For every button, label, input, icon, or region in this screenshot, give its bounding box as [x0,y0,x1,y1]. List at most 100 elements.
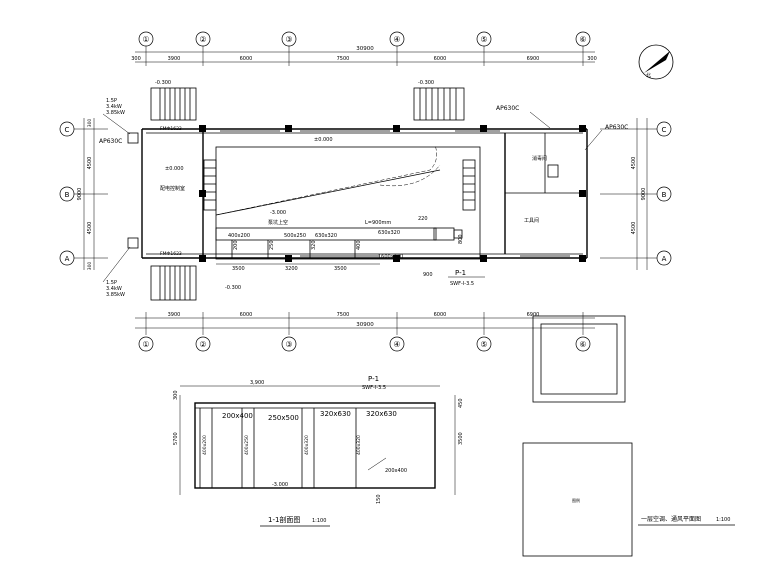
axis-3-bottom: ③ [285,340,292,349]
axis-b-left: B [65,191,70,199]
dim-bottom-2: 6000 [240,312,253,318]
duct-runs: 400x200 500x250 630x320 630x320 1600x320… [215,216,464,278]
axis-c-left: C [65,126,70,134]
section-vert-1: 400x200 [202,435,208,455]
section-width: 3,900 [250,380,264,386]
dim-top-1: 3900 [168,56,181,62]
dim-top-2: 6000 [240,56,253,62]
plan-title-text: 一层空调、通风平面图 [641,515,701,523]
vert-400: 400 [356,240,362,250]
section-scale: 1:100 [312,518,326,524]
top-axis-bubbles: ① ② ③ ④ ⑤ ⑥ [138,31,591,47]
left-side-axes: C B A 4500 9000 4500 300 300 [59,118,108,271]
fan-top-left-power2: 3.85kW [106,110,125,116]
dim-top-6: 300 [587,56,597,62]
section-duct-1: 200x400 [222,412,253,420]
section-height-right: 3500 [458,432,464,445]
axis-1-bottom: ① [142,340,149,349]
legend-box-label: 图例 [572,497,580,503]
spacing-3500-b: 3500 [334,266,347,272]
right-side-axes: C B A 4500 9000 4500 [600,118,672,270]
dim-top-0: 300 [131,56,141,62]
vert-320: 320 [311,240,317,250]
level-top-left: -0.300 [155,80,171,86]
duct-1600x320: 1600x320 [378,254,403,260]
axis-3-top: ③ [285,35,292,44]
top-dimension-lines: 30900 300 3900 6000 7500 6000 6900 300 [131,46,597,66]
axis-5-top: ⑤ [480,35,487,44]
spacing-3500-a: 3500 [232,266,245,272]
section-bottom-dim: 150 [376,494,382,504]
vert-800: 800 [458,234,464,244]
north-arrow: 北 [638,44,674,80]
section-title-text: 1-1剖面图 [268,515,300,524]
dim-top-4: 6000 [434,56,447,62]
axis-5-bottom: ⑤ [480,340,487,349]
axis-2-top: ② [199,35,206,44]
room-toilet: 消毒间 [532,155,547,162]
bottom-axis-bubbles: 3900 6000 7500 6000 6900 30900 ① ② ③ ④ ⑤… [135,312,595,352]
level-main-floor: ±0.000 [314,137,333,143]
entrance-stairs [150,87,476,301]
airflow-path [215,144,441,216]
side-dim-right-lower: 4500 [631,222,637,235]
dim-bottom-5: 6900 [527,312,540,318]
section-level: -3.000 [272,482,288,488]
right-equipment: AP630C AP630C [496,105,628,178]
vert-250: 250 [269,240,275,250]
building-walls [141,128,588,260]
side-dim-left-bottom: 300 [87,262,93,271]
fan-bottom-left-power2: 3.85kW [106,292,125,298]
total-width-bottom: 30900 [356,322,374,328]
section-duct-4: 320x630 [366,410,397,418]
side-dim-left-lower: 4500 [87,222,93,235]
duct-630x320-b: 630x320 [378,230,400,236]
plan-title: 一层空调、通风平面图 1:100 [638,515,735,526]
section-duct-3: 320x630 [320,410,351,418]
vert-900: 900 [423,272,433,278]
side-dim-right-upper: 4500 [631,157,637,170]
section-duct-2: 250x500 [268,414,299,422]
duct-630x320-a: 630x320 [315,233,337,239]
level-bottom: -0.300 [225,285,241,291]
room-pump: 泵坑上空 [268,219,288,226]
p1-plan-tag: P-1 SWF-I-3.5 [448,269,485,287]
axis-a-right: A [662,255,667,263]
axis-c-right: C [662,126,667,134]
dim-top-5: 6900 [527,56,540,62]
duct-400x200: 400x200 [228,233,250,239]
room-control: 配电控制室 [160,185,185,192]
section-top-dim: 300 [173,390,179,400]
spacing-3200: 3200 [285,266,298,272]
fan-bottom-left: 1.5P [106,280,117,286]
section-vert-4: 400x320 [356,435,362,455]
plan-scale: 1:100 [716,517,730,523]
dim-bottom-3: 7500 [337,312,350,318]
duct-length: L=900mm [365,220,391,226]
axis-6-top: ⑥ [579,35,586,44]
p1-label-plan: P-1 [455,269,466,277]
section-vert-3: 400x320 [304,435,310,455]
dim-top-3: 7500 [337,56,350,62]
p1-sub-plan: SWF-I-3.5 [450,281,474,287]
ap-right: AP630C [605,124,628,131]
axis-6-bottom: ⑥ [579,340,586,349]
side-dim-left-total: 9000 [77,188,83,201]
section-title: 1-1剖面图 1:100 [260,515,330,527]
side-dim-left-top: 300 [87,119,93,128]
left-equipment: AP630C 1.5P 3.4kW 3.85kW 1.5P 3.4kW 3.85… [99,98,139,298]
north-label: 北 [646,72,651,79]
axis-2-bottom: ② [199,340,206,349]
section-1-1: 3,900 200x400 250x500 320x630 320x630 40… [173,375,464,504]
level-marks: -0.300 -0.300 -0.300 ±0.000 ±0.000 -3.00… [155,80,434,291]
axis-b-right: B [662,191,667,199]
total-width-top: 30900 [356,46,374,52]
dim-bottom-4: 6000 [434,312,447,318]
level-pit: -3.000 [270,210,286,216]
side-dim-right-total: 9000 [641,188,647,201]
side-box [532,315,626,403]
fan-bottom-left-power: 3.4kW [106,286,122,292]
door-label-top: FMФ1623 [160,126,182,132]
side-dim-left-upper: 4500 [87,157,93,170]
